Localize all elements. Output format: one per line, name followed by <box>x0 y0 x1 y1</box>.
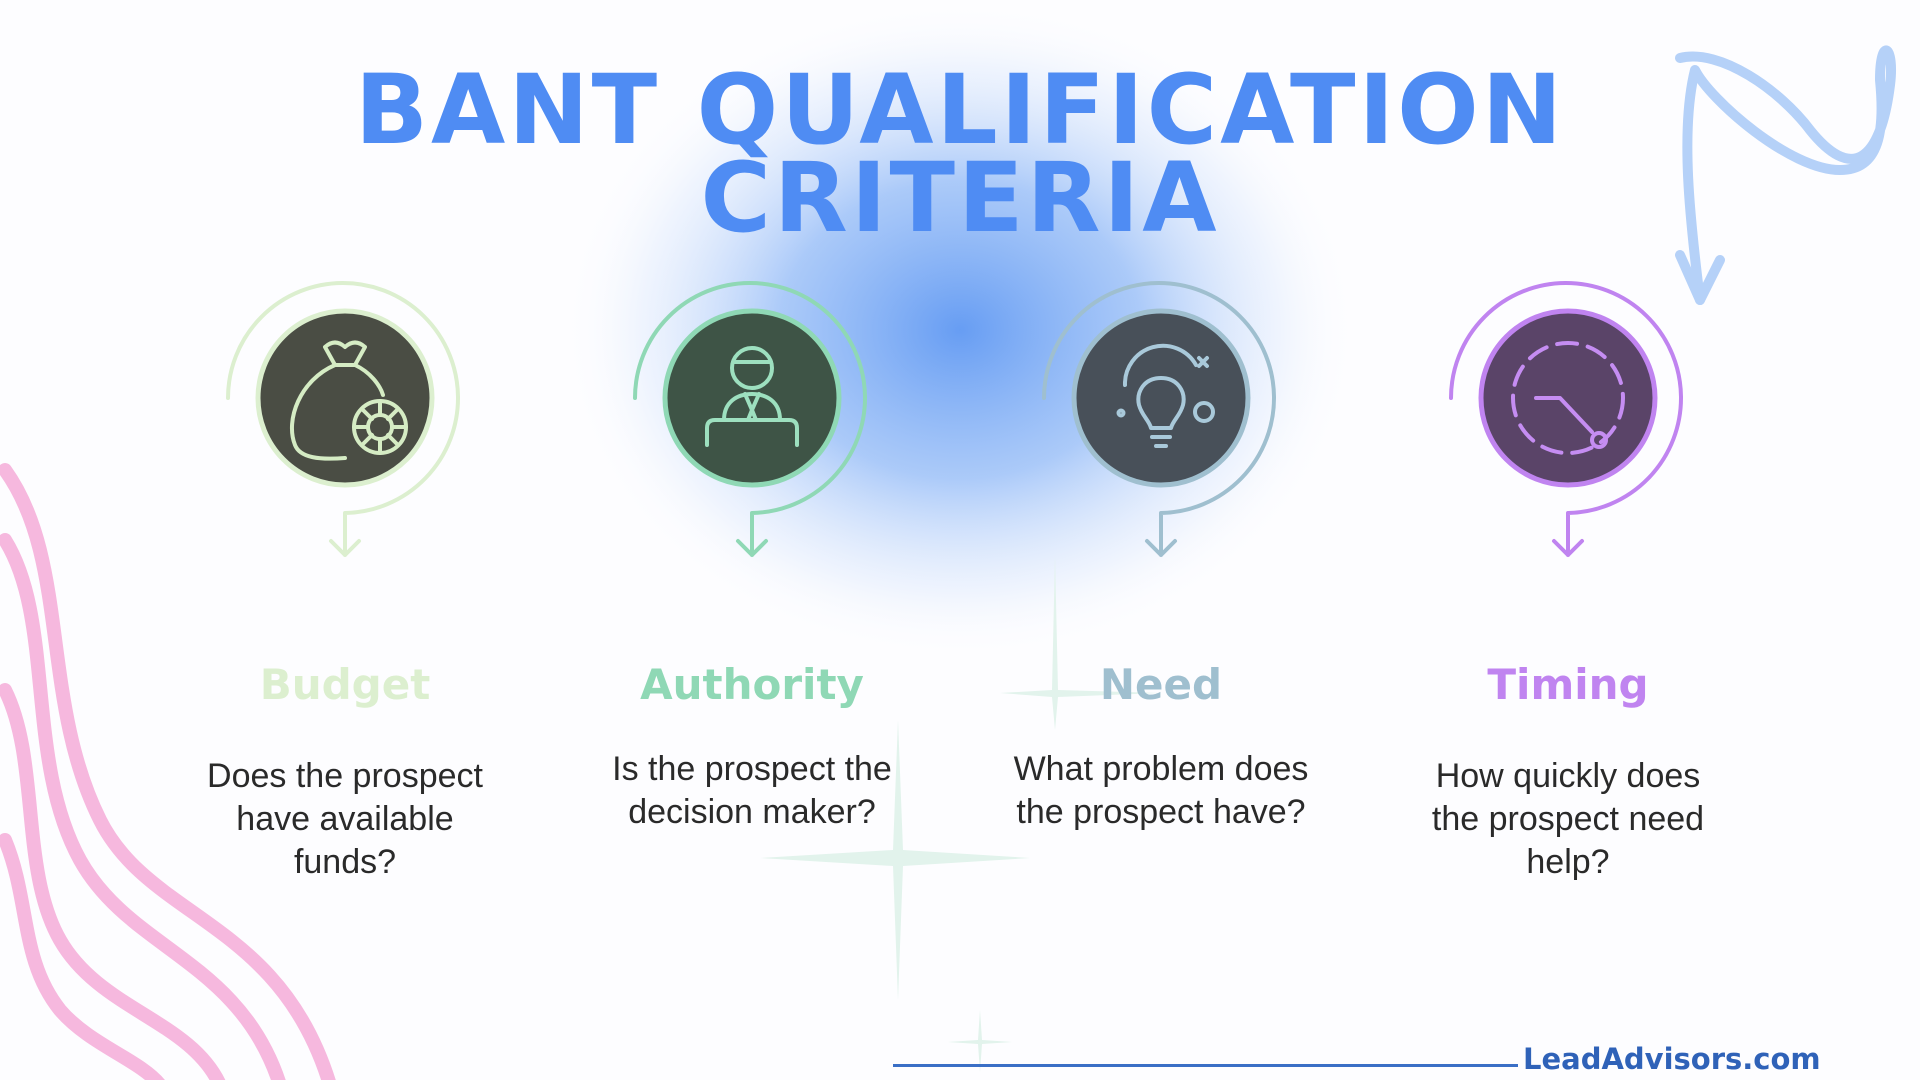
money-bag-icon <box>289 340 408 461</box>
criteria-label: Authority <box>640 660 864 709</box>
circular-arrow-ring <box>633 281 867 557</box>
criteria-description: Does the prospect have available funds? <box>207 757 483 881</box>
timing-emblem <box>1449 281 1683 557</box>
sparkle-decoration <box>760 555 1160 1072</box>
budget-emblem <box>226 281 460 557</box>
clock-icon <box>1511 341 1625 455</box>
criteria-description: How quickly does the prospect need help? <box>1431 757 1705 881</box>
icon-circle <box>255 308 435 488</box>
person-at-desk-icon <box>705 346 799 447</box>
blue-glow <box>560 0 1360 660</box>
page-title-line-1: BANT QUALIFICATION <box>354 54 1566 166</box>
criteria-label: Need <box>1099 660 1223 709</box>
criteria-label: Timing <box>1487 660 1649 709</box>
criteria-label: Budget <box>259 660 431 709</box>
icon-circle <box>1478 308 1658 488</box>
blue-squiggle-arrow-decoration <box>1675 45 1896 305</box>
circular-arrow-ring <box>226 281 460 557</box>
criteria-description: What problem does the prospect have? <box>1013 750 1309 831</box>
criteria-column-authority: Authority Is the prospect the decision m… <box>552 0 952 1080</box>
icon-circle <box>662 308 842 488</box>
authority-emblem <box>633 281 867 557</box>
need-emblem <box>1042 281 1276 557</box>
criteria-description: Is the prospect the decision maker? <box>612 750 892 831</box>
criteria-column-need: Need What problem does the prospect have… <box>961 0 1361 1080</box>
pink-wave-decoration <box>0 463 336 1080</box>
criteria-column-timing: Timing How quickly does the prospect nee… <box>1368 0 1768 1080</box>
criteria-column-budget: Budget Does the prospect have available … <box>145 0 545 1080</box>
circular-arrow-ring <box>1449 281 1683 557</box>
footer-divider <box>893 1064 1518 1067</box>
icon-circle <box>1071 308 1251 488</box>
page-title-line-2: CRITERIA <box>700 142 1220 254</box>
lightbulb-icon <box>1116 343 1215 448</box>
circular-arrow-ring <box>1042 281 1276 557</box>
brand-link[interactable]: LeadAdvisors.com <box>1523 1042 1821 1076</box>
